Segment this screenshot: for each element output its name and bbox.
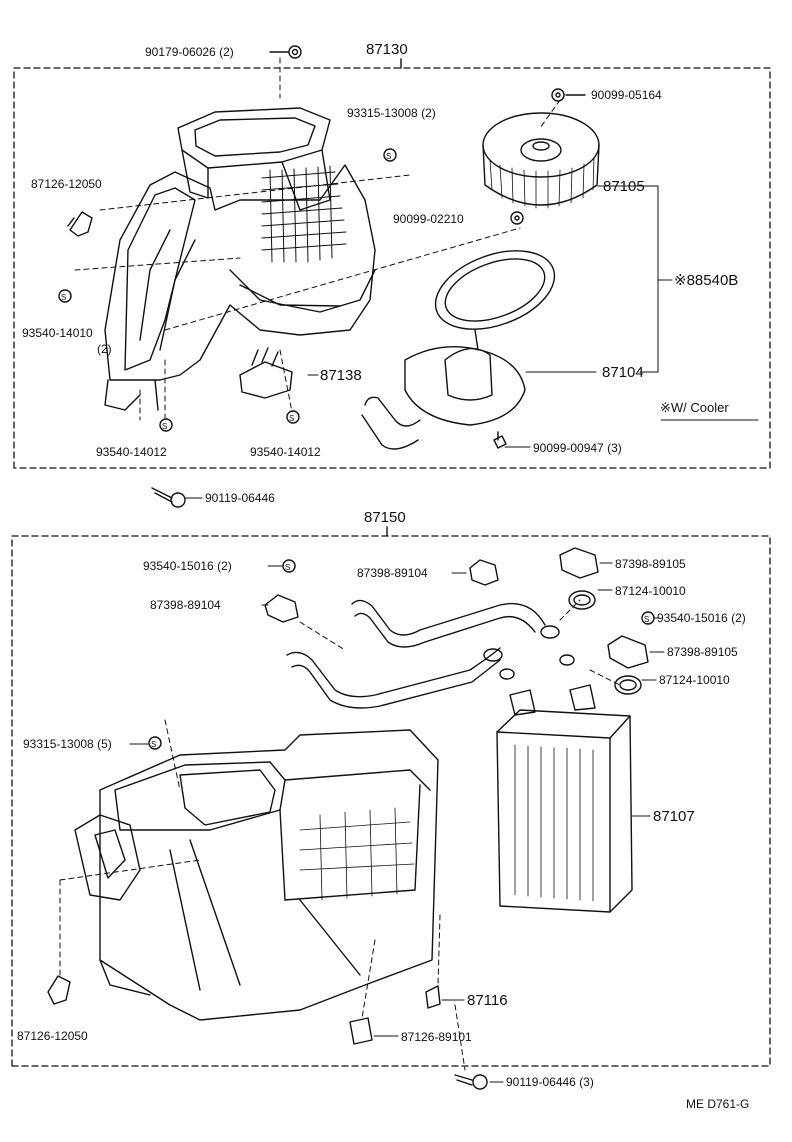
w-cooler-note: ※W/ Cooler	[660, 400, 729, 415]
part-label: 87124-10010	[615, 584, 686, 598]
svg-text:S: S	[386, 152, 391, 161]
part-label: 87126-12050	[31, 177, 102, 191]
blower-resistor	[239, 347, 293, 399]
heater-core	[496, 684, 633, 913]
upper-dashed-leaders	[74, 57, 561, 421]
svg-text:S: S	[162, 422, 167, 431]
part-label: 87126-89101	[401, 1030, 472, 1044]
part-label: 93540-14010	[22, 326, 93, 340]
part-label: 93540-15016 (2)	[143, 559, 232, 573]
upper-fasteners: S S S S	[58, 45, 586, 449]
blower-motor	[361, 250, 556, 450]
part-label: 87138	[320, 367, 362, 384]
lower-small-clips	[47, 975, 488, 1090]
part-label: 87126-12050	[17, 1029, 88, 1043]
part-label: 87398-89104	[357, 566, 428, 580]
part-label: 87398-89105	[615, 557, 686, 571]
part-label: 87105	[603, 178, 645, 195]
part-label: 93540-15016 (2)	[657, 611, 746, 625]
part-label: 90099-02210	[393, 212, 464, 226]
part-label: 93315-13008 (5)	[23, 737, 112, 751]
svg-text:S: S	[61, 293, 66, 302]
svg-text:S: S	[644, 615, 649, 624]
svg-text:S: S	[289, 414, 294, 423]
lower-assembly-number: 87150	[364, 509, 406, 526]
upper-assembly-frame	[13, 67, 771, 469]
part-label: 90099-00947 (3)	[533, 441, 622, 455]
svg-text:S: S	[151, 740, 156, 749]
part-label: 87104	[602, 364, 644, 381]
part-label: 87124-10010	[659, 673, 730, 687]
part-label: 87398-89105	[667, 645, 738, 659]
part-label: 87107	[653, 808, 695, 825]
part-label: 87116	[467, 992, 508, 1009]
part-label: 87398-89104	[150, 598, 221, 612]
part-label: 90119-06446	[205, 491, 275, 505]
upper-assembly-number: 87130	[366, 41, 408, 58]
blower-case-housing	[67, 107, 376, 411]
upper-label-brackets	[184, 185, 759, 499]
part-label: 90119-06446 (3)	[506, 1075, 594, 1089]
part-label: (2)	[97, 342, 112, 356]
pipe-clamps	[264, 547, 649, 695]
svg-text:S: S	[285, 563, 290, 572]
part-label: 90179-06026 (2)	[145, 45, 234, 59]
lower-dashed-leaders	[59, 599, 621, 1071]
blower-fan-wheel	[482, 112, 600, 209]
diagram-code: ME D761-G	[686, 1097, 750, 1111]
part-label: 93315-13008 (2)	[347, 106, 436, 120]
part-label: 93540-14012	[250, 445, 321, 459]
part-label: 90099-05164	[591, 88, 662, 102]
heater-unit-case	[74, 729, 439, 1021]
part-label: ※88540B	[674, 272, 739, 289]
lower-label-brackets	[129, 562, 665, 1083]
lower-fasteners: S S S	[148, 559, 655, 750]
bolt-90119-06446-upper	[151, 487, 186, 508]
heater-pipes	[286, 599, 575, 709]
part-label: 93540-14012	[96, 445, 167, 459]
lower-assembly-frame	[11, 535, 771, 1067]
